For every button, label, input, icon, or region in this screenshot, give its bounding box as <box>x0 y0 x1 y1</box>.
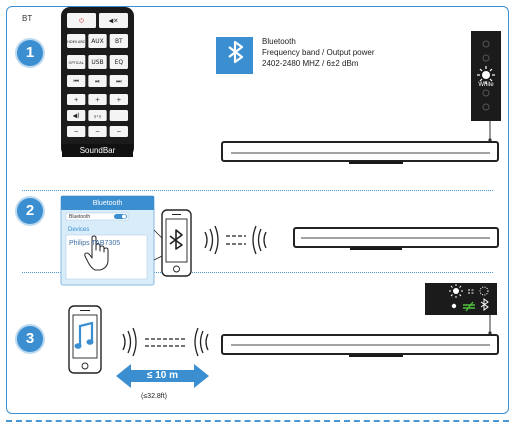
soundbar-step-2 <box>293 227 499 250</box>
soundbar-step-1 <box>221 141 499 164</box>
light-burst-icon <box>477 66 495 84</box>
remote-button <box>67 13 96 28</box>
remote-button-label: + <box>116 97 121 104</box>
remote-button-label: HDMI ARC <box>67 40 86 44</box>
remote-button <box>67 75 86 87</box>
remote-button-label: − <box>74 129 79 136</box>
sun-burst-icon <box>449 284 463 298</box>
soundbar-step-3 <box>221 334 499 357</box>
remote-button-label: + <box>74 97 79 104</box>
screen-section-label: Devices <box>68 227 90 233</box>
remote-button-label: OPTICAL <box>69 61 84 65</box>
remote-button <box>109 75 128 87</box>
remote-button <box>67 34 86 48</box>
remote-button <box>67 110 86 121</box>
step-badge-3: 3 <box>17 326 43 352</box>
signal-waves-step-2 <box>204 225 267 255</box>
remote-button-label: USB <box>91 59 103 66</box>
remote-button <box>88 34 107 48</box>
screen-header: Bluetooth <box>92 200 123 207</box>
bluetooth-settings-screen <box>60 195 155 286</box>
smartphone-step-3 <box>68 305 102 374</box>
remote-button-label: AUX <box>91 38 104 45</box>
bluetooth-info-line1: Frequency band / Output power <box>262 48 375 57</box>
range-distance: ≤ 10 m <box>146 370 179 381</box>
remote-button <box>109 34 128 48</box>
signal-waves-step-3 <box>122 327 209 357</box>
remote-button <box>67 55 86 69</box>
remote-button-label: ((•)) <box>94 115 102 119</box>
remote-brand-label: SoundBar <box>79 146 116 155</box>
range-arrow <box>116 364 209 388</box>
remote-button <box>88 55 107 69</box>
figure-frame <box>6 6 509 414</box>
remote-button-label: ◀) <box>73 113 80 120</box>
remote-button <box>109 110 128 121</box>
remote-button <box>88 110 107 121</box>
separator-1 <box>22 190 493 191</box>
status-panel-step-3 <box>425 283 497 335</box>
step-badge-2: 2 <box>17 198 43 224</box>
remote-button-label: ⏻ <box>79 18 84 25</box>
tap-hand-icon <box>84 235 109 271</box>
remote-button <box>109 94 128 105</box>
remote-button-grid: ⏻ ◀✕ HDMI ARC AUX BT OPTICAL USB EQ ⏮ ⏯ ⏭ + + + ◀) ((•)… <box>67 13 128 137</box>
range-imperial: (≤32.8ft) <box>141 393 168 400</box>
remote-button-label: EQ <box>115 59 124 66</box>
remote-button <box>67 126 86 137</box>
remote-button-label: ⏮ <box>73 78 79 85</box>
remote-button <box>67 94 86 105</box>
callout-lines <box>153 229 163 261</box>
remote-button-label: ◀✕ <box>109 18 119 25</box>
screen-device-name: Philips TAB7305 <box>69 240 121 247</box>
remote-button <box>109 126 128 137</box>
step-badge-1: 1 <box>17 40 43 66</box>
remote-button <box>88 126 107 137</box>
remote-button-label: − <box>116 129 121 136</box>
separator-2 <box>22 272 493 273</box>
remote-button <box>99 13 128 28</box>
remote-button-label: ⏯ <box>95 78 100 85</box>
bluetooth-logo-icon <box>216 37 253 74</box>
bottom-dash-line <box>6 420 509 422</box>
remote-button <box>88 94 107 105</box>
remote-button <box>88 75 107 87</box>
corner-label: BT <box>22 14 33 23</box>
indicator-color-label: White <box>478 82 494 88</box>
music-note-icon <box>74 321 94 349</box>
remote-button <box>109 55 128 69</box>
screen-toggle-label: Bluetooth <box>69 214 91 220</box>
remote-button-label: + <box>95 97 100 104</box>
bluetooth-info-title: Bluetooth <box>262 37 296 46</box>
remote-button-label: BT <box>115 38 123 45</box>
bluetooth-icon <box>169 229 183 250</box>
remote-button-label: ⏭ <box>116 78 122 85</box>
bluetooth-info-line2: 2402-2480 MHZ / 6±2 dBm <box>262 59 359 68</box>
remote-button-label: − <box>95 129 100 136</box>
